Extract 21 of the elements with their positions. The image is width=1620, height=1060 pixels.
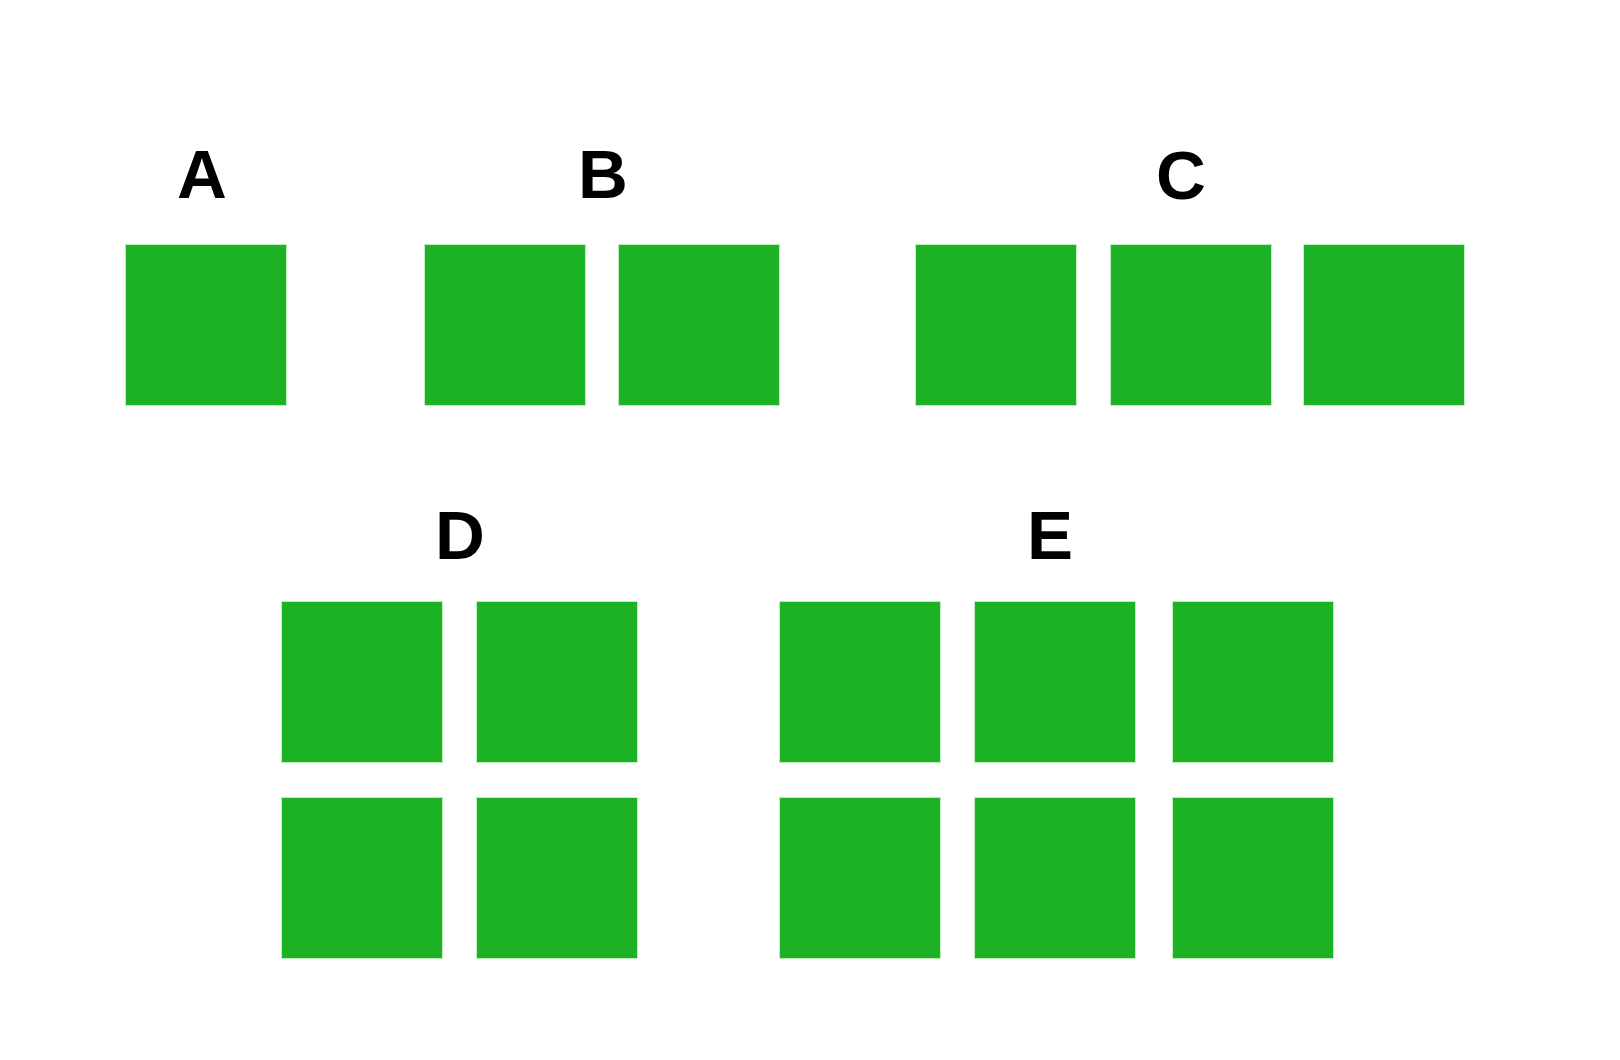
square-tile <box>1304 245 1464 405</box>
group-label: E <box>1027 500 1073 570</box>
square-tile <box>619 245 779 405</box>
group-label: D <box>435 500 485 570</box>
group-label: A <box>177 139 227 209</box>
square-tile <box>282 602 442 762</box>
square-tile <box>425 245 585 405</box>
square-tile <box>477 602 637 762</box>
square-tile <box>282 798 442 958</box>
square-tile <box>916 245 1076 405</box>
square-tile <box>975 798 1135 958</box>
square-tile <box>780 602 940 762</box>
square-tile <box>975 602 1135 762</box>
square-tile <box>477 798 637 958</box>
group-label: C <box>1156 140 1206 210</box>
square-tile <box>1111 245 1271 405</box>
group-label: B <box>578 139 628 209</box>
square-tile <box>780 798 940 958</box>
square-tile <box>1173 798 1333 958</box>
square-tile <box>1173 602 1333 762</box>
square-tile <box>126 245 286 405</box>
